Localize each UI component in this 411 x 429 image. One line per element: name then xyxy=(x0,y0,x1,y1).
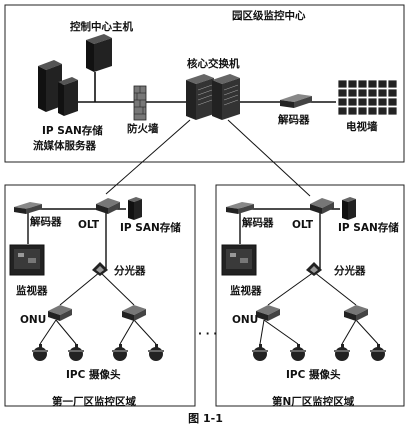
center-decoder-label: 解码器 xyxy=(278,114,310,126)
area2-camera-label: IPC 摄像头 xyxy=(286,369,341,381)
area1-splitter-label: 分光器 xyxy=(114,265,146,277)
area1-graphics xyxy=(9,197,164,361)
area2-olt-label: OLT xyxy=(292,219,314,231)
area-ellipsis: · · · xyxy=(198,328,218,340)
area1-camera-label: IPC 摄像头 xyxy=(66,369,121,381)
video-wall-icon xyxy=(337,79,398,116)
area2-graphics xyxy=(221,197,386,361)
storage-label: IP SAN存储 xyxy=(42,125,103,137)
area2-splitter-label: 分光器 xyxy=(334,265,366,277)
area1-monitor-label: 监视器 xyxy=(16,285,48,297)
area1-storage-label: IP SAN存储 xyxy=(120,222,181,234)
area2-monitor-label: 监视器 xyxy=(230,285,262,297)
core-switch-label: 核心交换机 xyxy=(187,58,240,70)
control-host-label: 控制中心主机 xyxy=(70,21,133,33)
core-switch-icon xyxy=(186,74,240,120)
media-server-label: 流媒体服务器 xyxy=(33,140,96,152)
video-wall-label: 电视墙 xyxy=(346,121,378,133)
center-title: 园区级监控中心 xyxy=(232,10,306,22)
area2-title: 第N厂区监控区域 xyxy=(272,396,355,408)
storage-server-icon xyxy=(38,60,78,116)
area1-title: 第一厂区监控区域 xyxy=(52,396,136,408)
center-decoder-icon xyxy=(280,94,312,108)
firewall-icon xyxy=(133,85,147,121)
area1-decoder-label: 解码器 xyxy=(30,216,62,228)
area1-frame xyxy=(4,184,196,407)
control-host-icon xyxy=(86,34,112,72)
area2-storage-label: IP SAN存储 xyxy=(338,222,399,234)
uplink-lines xyxy=(105,119,311,197)
firewall-label: 防火墙 xyxy=(127,123,159,135)
center-frame xyxy=(4,4,405,163)
area1-onu-label: ONU xyxy=(20,314,47,326)
area2-decoder-label: 解码器 xyxy=(242,217,274,229)
area2-frame xyxy=(215,184,405,407)
area1-olt-label: OLT xyxy=(78,219,100,231)
area2-onu-label: ONU xyxy=(232,314,259,326)
figure-caption: 图 1-1 xyxy=(188,412,223,425)
